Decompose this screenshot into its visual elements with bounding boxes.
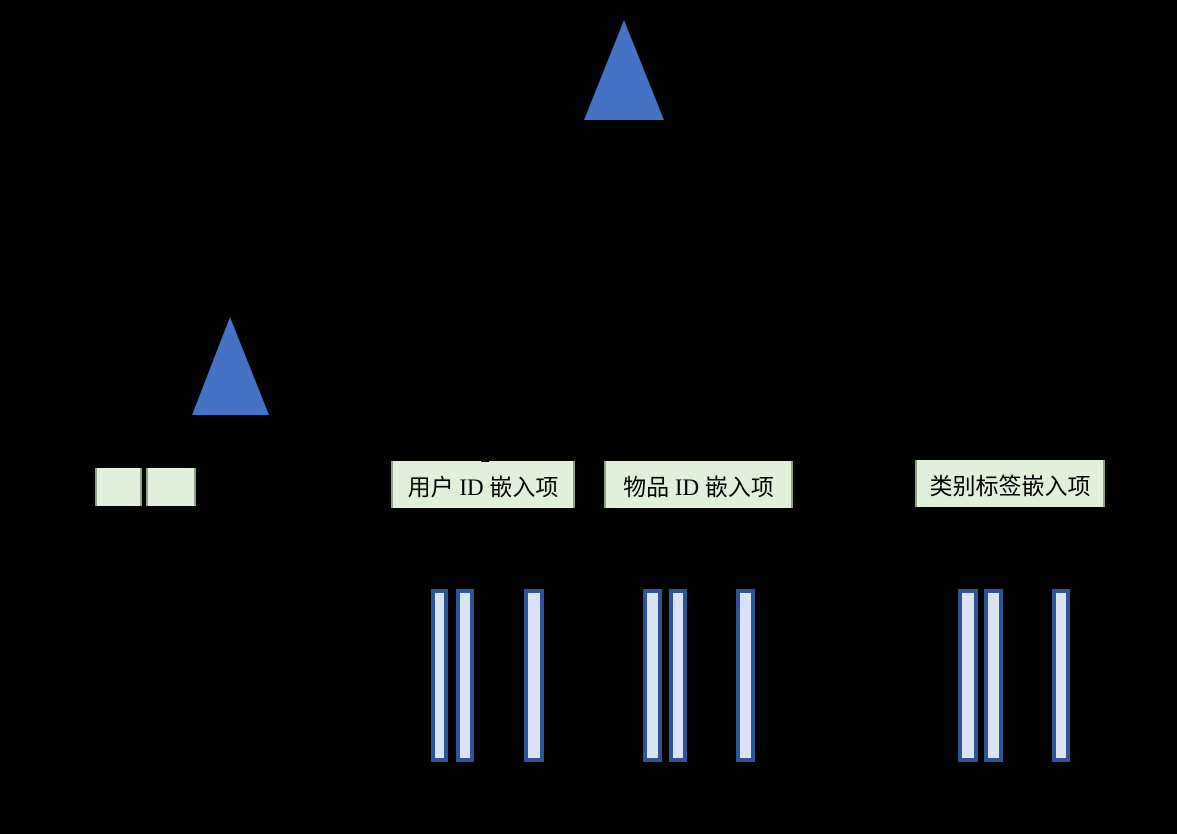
item-id-embedding-label: 物品 ID 嵌入项 bbox=[623, 474, 774, 500]
embedding-vector-bar bbox=[524, 589, 544, 762]
embedding-vector-bar bbox=[643, 589, 662, 762]
category-label-embedding-label: 类别标签嵌入项 bbox=[929, 473, 1091, 499]
user-id-embedding-box: 用户 ID 嵌入项 bbox=[391, 461, 575, 508]
network-triangle-left-icon bbox=[192, 314, 269, 415]
user-id-embedding-label: 用户 ID 嵌入项 bbox=[407, 474, 559, 500]
embedding-vector-bar bbox=[1052, 589, 1070, 762]
stray-text-mark bbox=[481, 450, 489, 462]
item-id-embedding-box: 物品 ID 嵌入项 bbox=[604, 461, 793, 508]
category-label-embedding-box: 类别标签嵌入项 bbox=[915, 460, 1105, 507]
embedding-vector-bar bbox=[984, 589, 1003, 762]
feature-cell-right bbox=[146, 468, 196, 506]
embedding-vector-bar bbox=[456, 589, 474, 762]
embedding-vector-bar bbox=[958, 589, 978, 762]
embedding-vector-bar bbox=[736, 589, 755, 762]
embedding-vector-bar bbox=[669, 589, 687, 762]
feature-cell-left bbox=[95, 468, 142, 506]
embedding-vector-bar bbox=[431, 589, 448, 762]
network-triangle-top-icon bbox=[584, 17, 664, 120]
